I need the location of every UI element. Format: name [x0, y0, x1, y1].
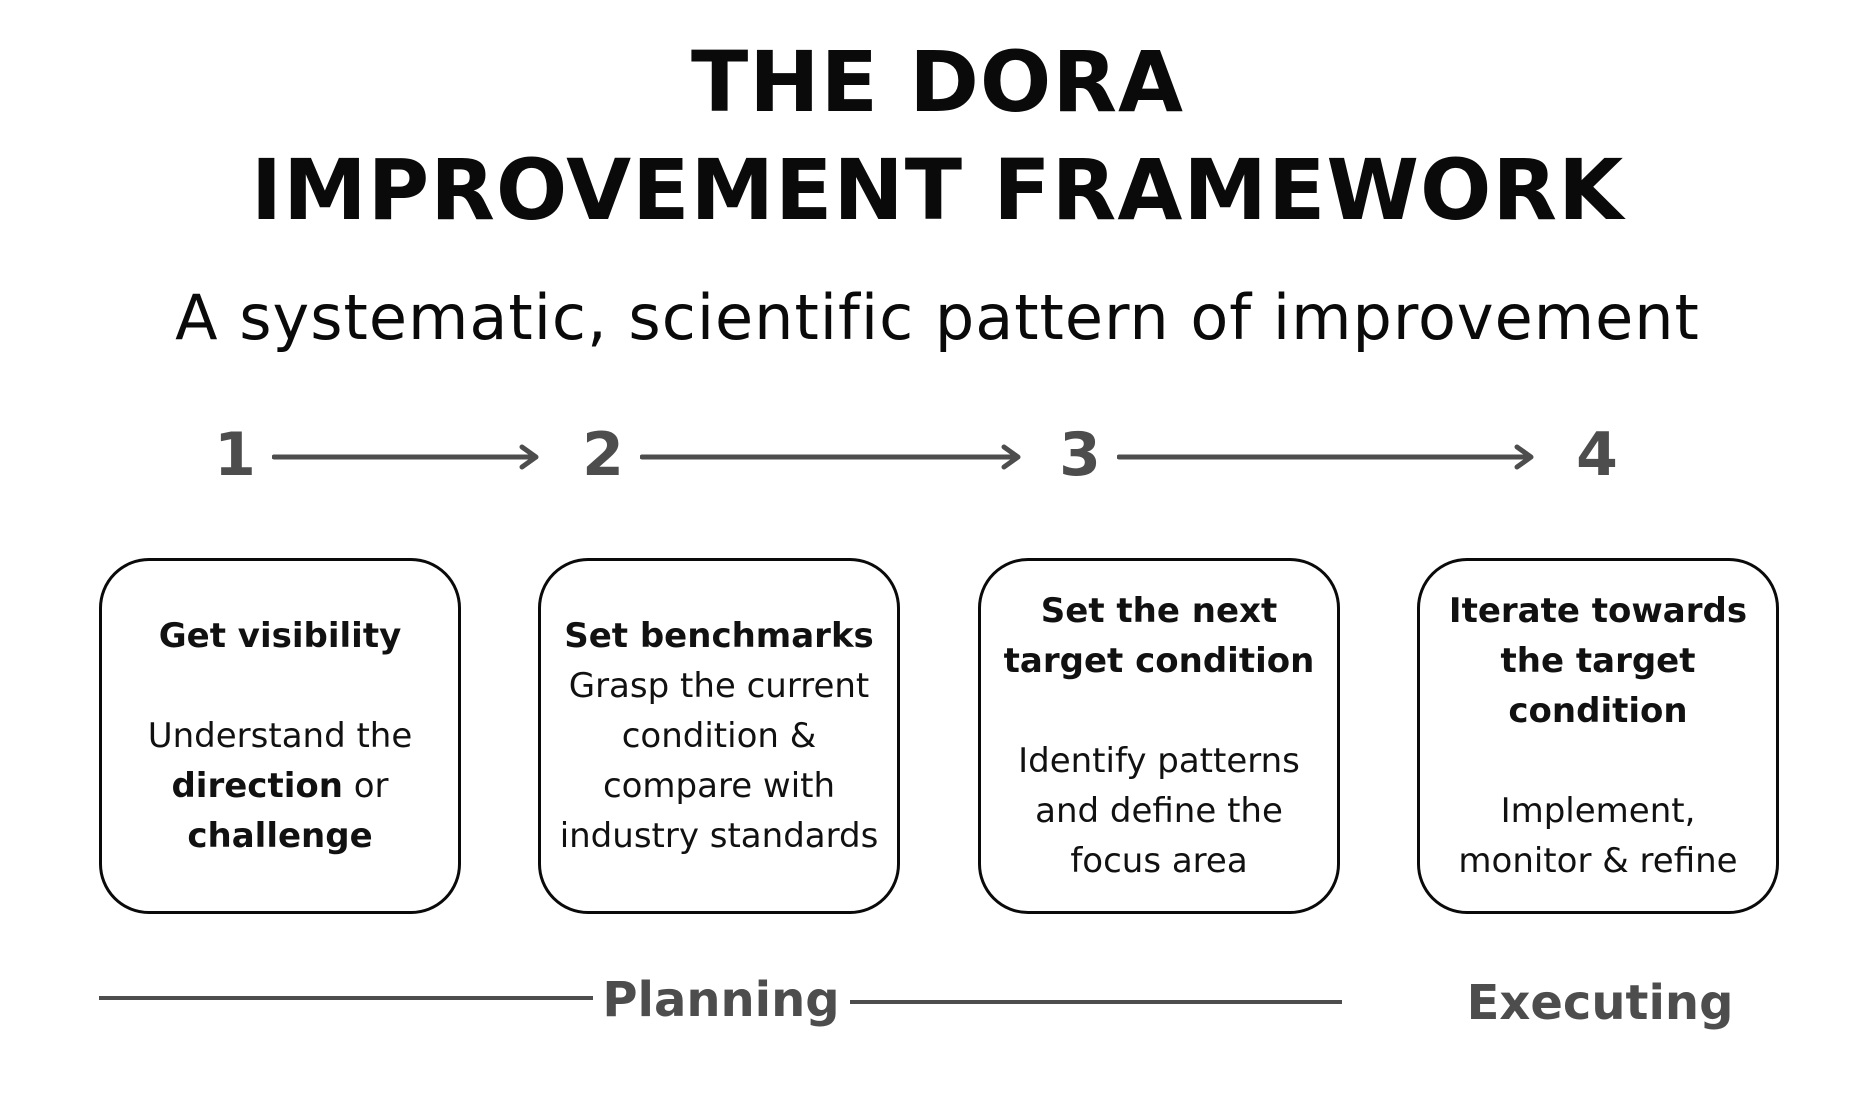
step-number-2: 2	[582, 420, 624, 490]
subtitle: A systematic, scientific pattern of impr…	[175, 281, 1700, 354]
step-card-2: Set benchmarks Grasp the current conditi…	[538, 558, 900, 914]
planning-line-left	[99, 996, 593, 1000]
step-number-3: 3	[1059, 420, 1101, 490]
title-line-2: IMPROVEMENT FRAMEWORK	[250, 141, 1625, 239]
step-card-body: Understand the direction or challenge	[147, 716, 413, 856]
step-card-3: Set the next target condition Identify p…	[978, 558, 1340, 914]
step-card-4: Iterate towards the target condition Imp…	[1417, 558, 1779, 914]
step-card-heading: Set the next target condition	[1003, 591, 1315, 681]
arrow-right-icon	[640, 444, 1021, 470]
phase-label-executing: Executing	[1466, 975, 1734, 1031]
phase-label-planning: Planning	[602, 972, 840, 1028]
step-card-heading: Get visibility	[158, 616, 402, 656]
step-card-body: Grasp the current condition & compare wi…	[559, 666, 879, 856]
step-card-heading: Set benchmarks	[564, 616, 874, 656]
arrow-right-icon	[1117, 444, 1534, 470]
arrow-right-icon	[272, 444, 539, 470]
step-number-1: 1	[214, 420, 256, 490]
planning-line-right	[850, 1000, 1342, 1004]
step-card-1: Get visibility Understand the direction …	[99, 558, 461, 914]
step-card-heading: Iterate towards the target condition	[1448, 591, 1748, 731]
step-number-4: 4	[1576, 420, 1618, 490]
step-card-body: Implement, monitor & refine	[1458, 791, 1738, 881]
step-card-body: Identify patterns and define the focus a…	[1018, 741, 1300, 881]
title-line-1: THE DORA	[690, 33, 1185, 131]
